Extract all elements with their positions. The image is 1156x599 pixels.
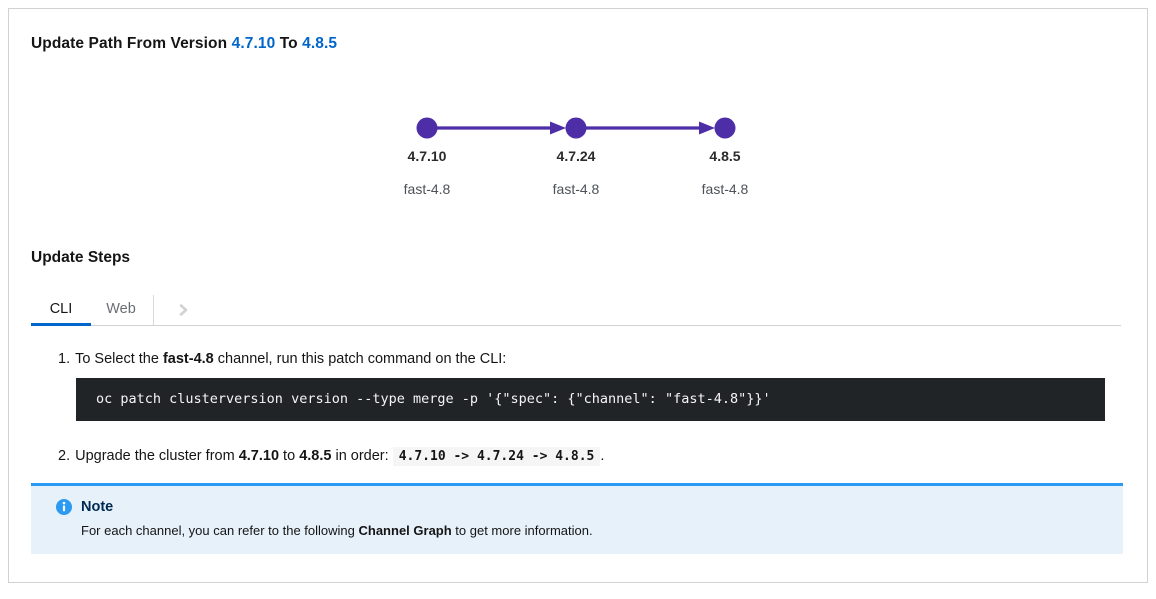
node-version-label: 4.7.24 bbox=[557, 148, 596, 164]
step-number: 1. bbox=[58, 351, 71, 367]
patch-command-codeblock[interactable]: oc patch clusterversion version --type m… bbox=[76, 378, 1105, 421]
edge-arrowhead-icon bbox=[699, 121, 715, 135]
edge-arrowhead-icon bbox=[550, 121, 566, 135]
step-2-to-version: 4.8.5 bbox=[299, 448, 332, 464]
step-2-from-version: 4.7.10 bbox=[238, 448, 280, 464]
note-text-after: to get more information. bbox=[451, 523, 593, 538]
step-2-text-3: in order: bbox=[331, 448, 393, 464]
info-circle-icon bbox=[56, 499, 72, 515]
update-path-graph-svg: 4.7.10 4.7.24 4.8.5 fast-4.8 fast-4.8 fa… bbox=[404, 117, 749, 197]
node-channel-label: fast-4.8 bbox=[404, 181, 451, 197]
tab-cli-label: CLI bbox=[49, 301, 73, 317]
step-1-channel: fast-4.8 bbox=[162, 351, 214, 367]
step-2-text-4: . bbox=[600, 448, 605, 464]
page-title: Update Path From Version 4.7.10 To 4.8.5 bbox=[31, 35, 1121, 53]
step-2-text-2: to bbox=[279, 448, 300, 464]
note-alert: Note For each channel, you can refer to … bbox=[31, 483, 1123, 554]
note-channel-graph: Channel Graph bbox=[358, 523, 452, 538]
step-1-text-after: channel, run this patch command on the C… bbox=[213, 351, 507, 367]
version-node[interactable] bbox=[416, 117, 438, 139]
steps-list: 1.To Select the fast-4.8 channel, run th… bbox=[31, 350, 1121, 466]
from-version-link[interactable]: 4.7.10 bbox=[231, 35, 276, 52]
tab-web[interactable]: Web bbox=[91, 295, 151, 325]
update-path-graph: 4.7.10 4.7.24 4.8.5 fast-4.8 fast-4.8 fa… bbox=[31, 111, 1121, 199]
step-1-text: To Select the bbox=[75, 351, 163, 367]
note-title: Note bbox=[81, 499, 114, 515]
title-prefix: Update Path From Version bbox=[31, 35, 228, 52]
node-version-label: 4.7.10 bbox=[408, 148, 447, 164]
upgrade-order-code: 4.7.10 -> 4.7.24 -> 4.8.5 bbox=[392, 447, 601, 466]
note-header: Note bbox=[56, 499, 1107, 515]
version-node[interactable] bbox=[565, 117, 587, 139]
update-steps-heading: Update Steps bbox=[31, 249, 131, 266]
tabs-scroll-right-button[interactable] bbox=[154, 295, 212, 325]
tab-divider bbox=[153, 295, 154, 325]
update-path-card: Update Path From Version 4.7.10 To 4.8.5… bbox=[8, 8, 1148, 583]
angle-right-icon bbox=[179, 304, 188, 316]
step-2: 2.Upgrade the cluster from 4.7.10 to 4.8… bbox=[58, 447, 1105, 466]
to-version-link[interactable]: 4.8.5 bbox=[302, 35, 338, 52]
step-1: 1.To Select the fast-4.8 channel, run th… bbox=[58, 350, 1105, 421]
version-node[interactable] bbox=[714, 117, 736, 139]
tab-web-label: Web bbox=[106, 301, 136, 317]
step-number: 2. bbox=[58, 448, 71, 464]
step-2-text-1: Upgrade the cluster from bbox=[75, 448, 239, 464]
note-body: For each channel, you can refer to the f… bbox=[81, 523, 1107, 538]
tab-bar: CLI Web bbox=[31, 295, 1121, 326]
note-text: For each channel, you can refer to the f… bbox=[81, 523, 359, 538]
node-channel-label: fast-4.8 bbox=[553, 181, 600, 197]
title-connector: To bbox=[279, 35, 298, 52]
node-version-label: 4.8.5 bbox=[709, 148, 740, 164]
tab-cli[interactable]: CLI bbox=[31, 295, 91, 326]
node-channel-label: fast-4.8 bbox=[702, 181, 749, 197]
